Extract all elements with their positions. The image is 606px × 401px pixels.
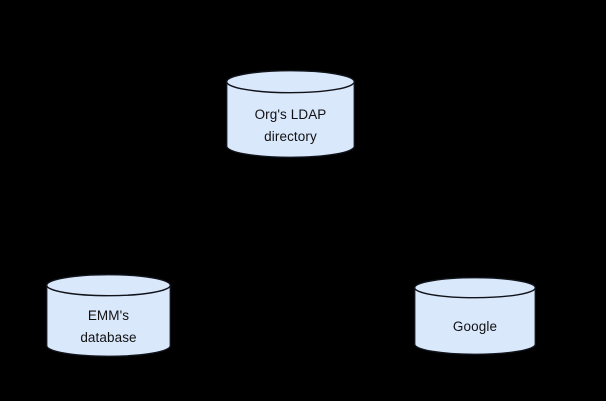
node-org-ldap-directory[interactable]: Org's LDAP directory (226, 69, 355, 158)
node-emm-database[interactable]: EMM's database (46, 273, 171, 357)
database-cylinder-icon (46, 273, 171, 357)
node-google[interactable]: Google (414, 276, 536, 355)
database-cylinder-icon (414, 276, 536, 355)
database-cylinder-icon (226, 69, 355, 158)
